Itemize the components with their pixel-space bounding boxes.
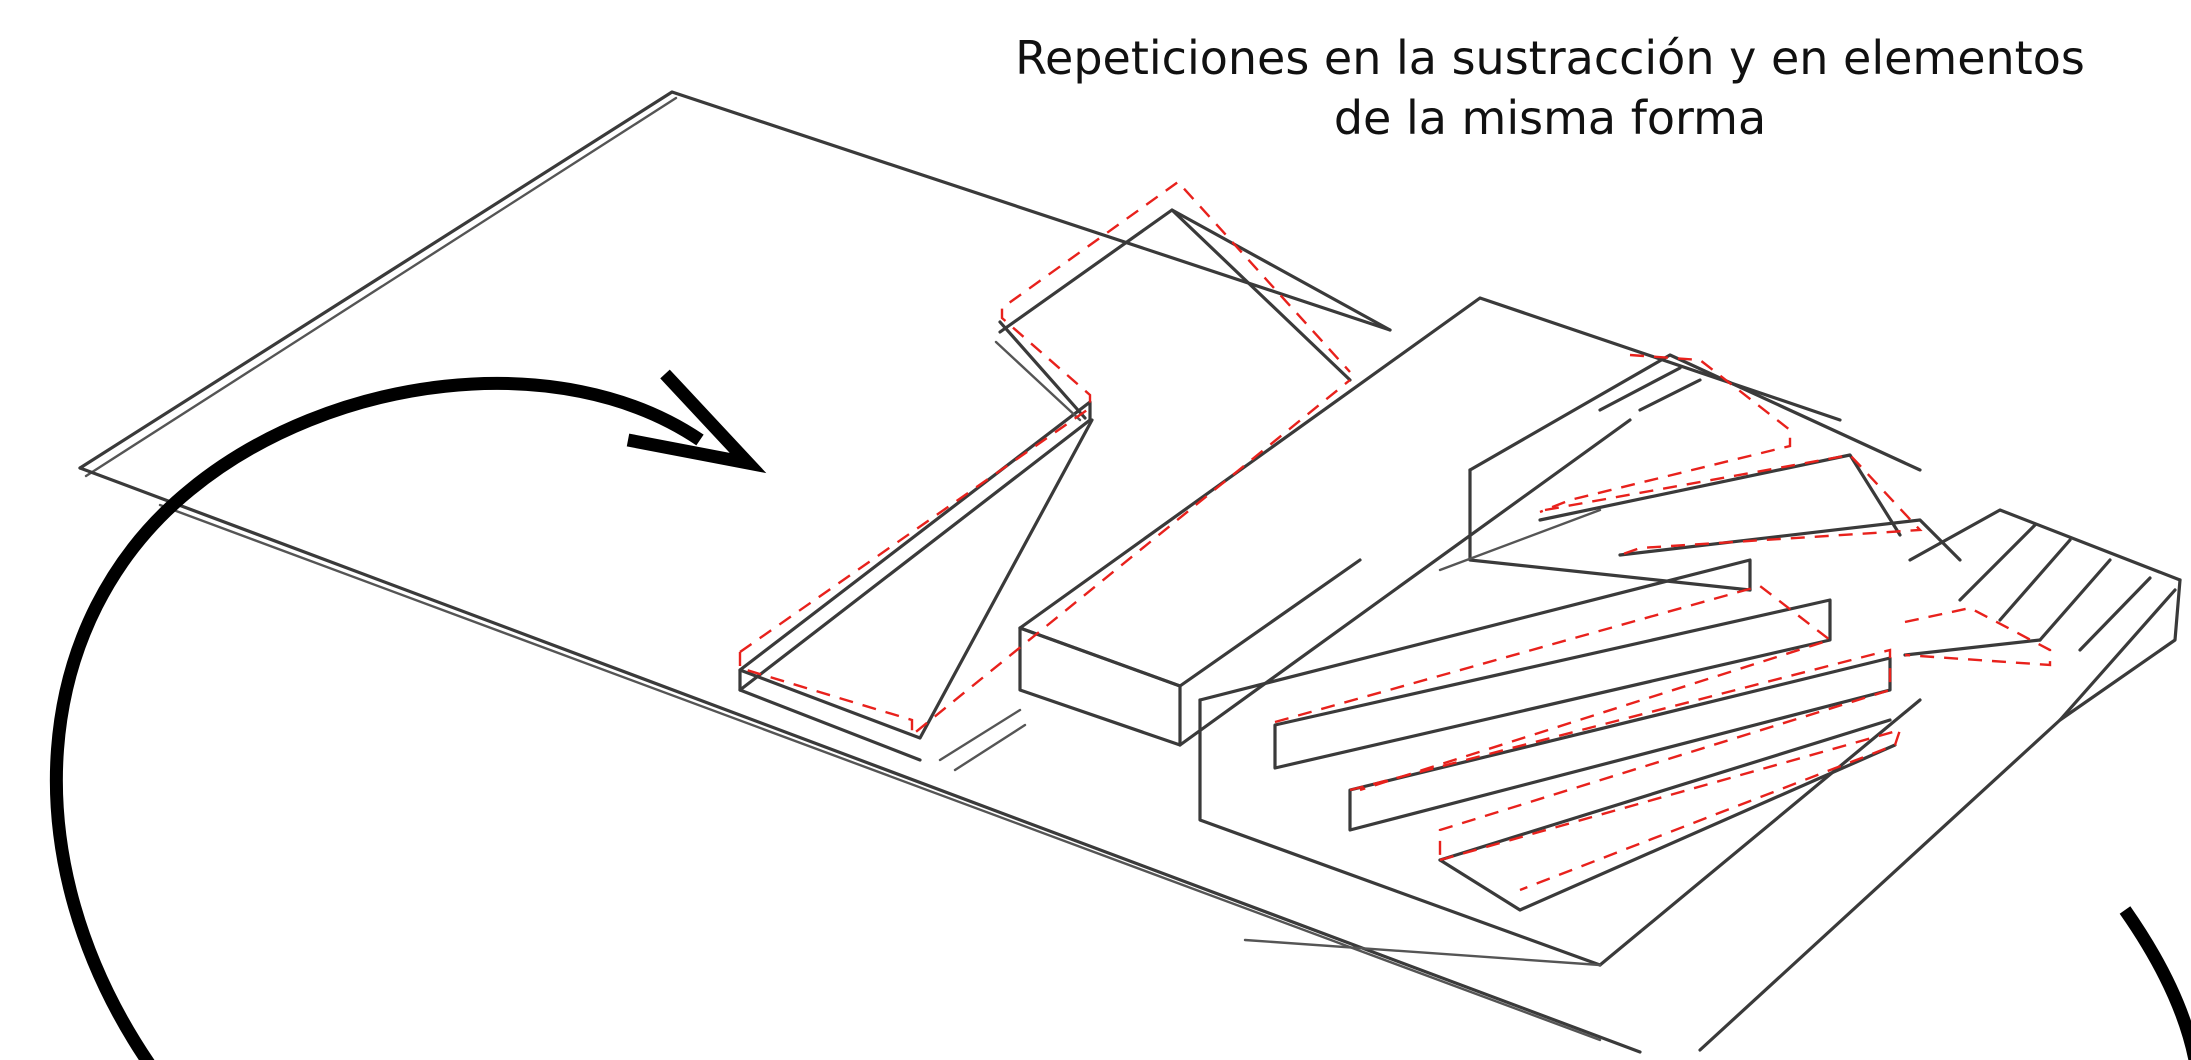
dashed-terrace-upper — [1539, 353, 1792, 514]
central-block — [1018, 296, 1842, 747]
stepped-terraces — [1198, 353, 1962, 967]
dashed-terrace-lower-2 — [1349, 648, 1892, 860]
dashed-right-step — [1904, 606, 2052, 667]
dashed-terrace-mid — [1544, 453, 1923, 557]
dashed-left-volume-base — [738, 379, 1351, 738]
dashed-terrace-lower-1 — [1274, 584, 1833, 792]
site-plane — [78, 90, 2177, 1054]
dashed-left-volume — [739, 180, 1351, 653]
diagram-caption: Repeticiones en la sustracción y en elem… — [960, 28, 2140, 148]
left-volume — [738, 208, 1392, 772]
right-stair-element — [1903, 508, 2182, 722]
curved-arrow-left — [49, 376, 704, 1060]
caption-line-1: Repeticiones en la sustracción y en elem… — [1015, 31, 2085, 85]
caption-line-2: de la misma forma — [1333, 91, 1767, 145]
curved-arrow-right — [2119, 906, 2191, 1060]
curved-arrow-left-head — [626, 369, 767, 474]
dashed-terrace-lower-3 — [1439, 728, 1902, 892]
dashed-highlights — [738, 180, 2052, 892]
